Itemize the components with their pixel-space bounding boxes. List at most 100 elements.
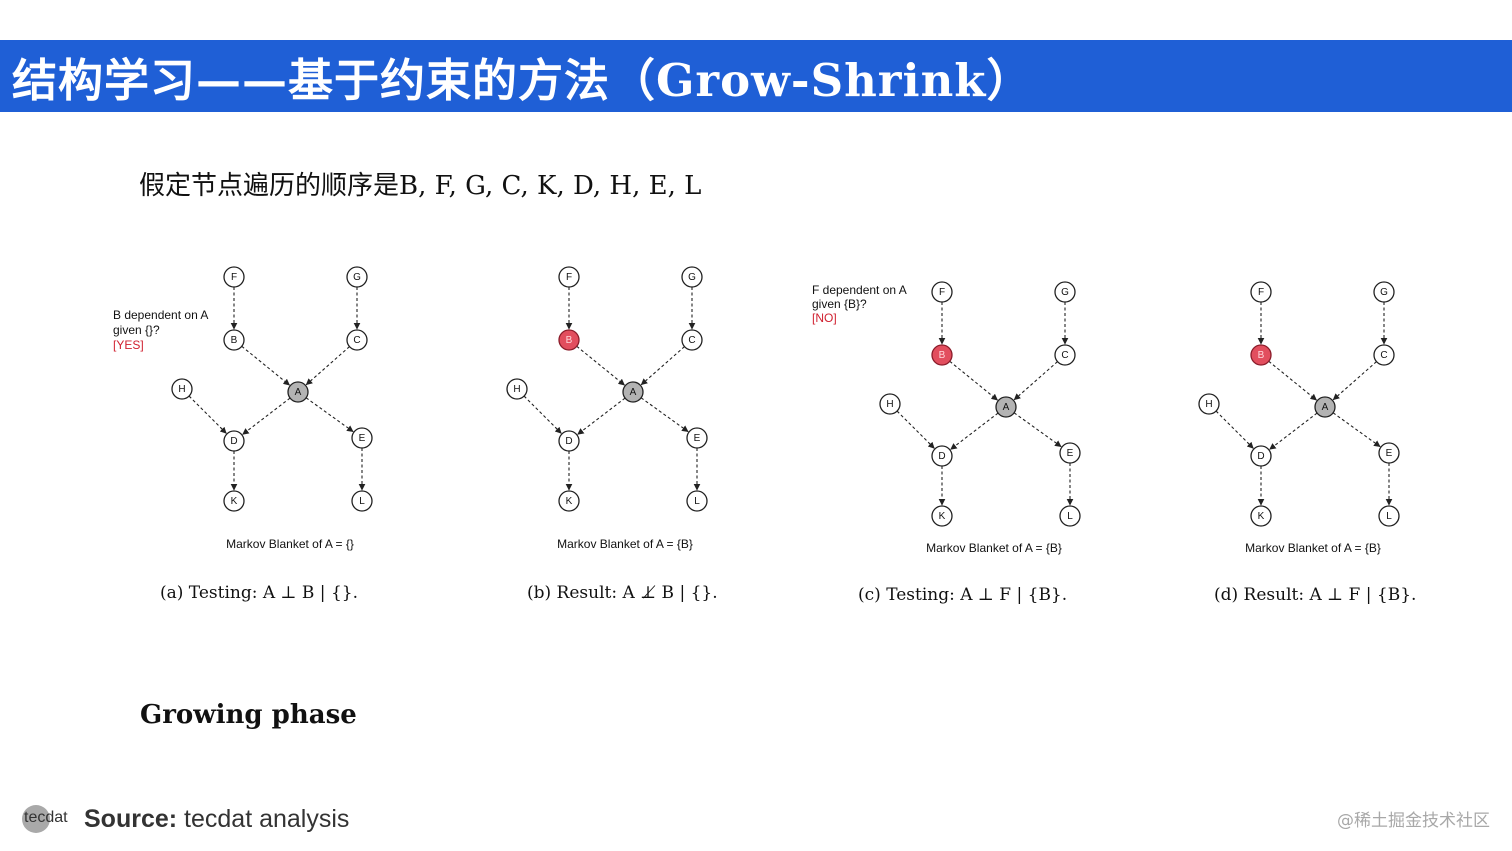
node-label-k: K	[939, 511, 946, 522]
source-label: Source:	[84, 805, 178, 833]
edge-c-a	[640, 346, 685, 386]
node-e	[686, 427, 708, 449]
node-b	[1250, 344, 1272, 366]
node-e	[1059, 442, 1081, 464]
node-a	[622, 381, 644, 403]
node-a	[287, 381, 309, 403]
edge-b-a	[576, 345, 625, 386]
node-g	[1373, 281, 1395, 303]
node-c	[681, 329, 703, 351]
node-label-h: H	[886, 399, 893, 410]
annotation-line-2: given {}?	[113, 323, 160, 337]
node-label-b: B	[1258, 350, 1265, 361]
node-label-c: C	[353, 335, 360, 346]
node-b	[558, 329, 580, 351]
node-l	[1378, 505, 1400, 527]
edge-c-a	[1013, 361, 1058, 401]
node-label-h: H	[178, 384, 185, 395]
node-l	[686, 490, 708, 512]
node-label-d: D	[938, 451, 945, 462]
edge-h-d	[523, 395, 562, 434]
logo-circle-icon	[22, 805, 50, 833]
node-d	[223, 430, 245, 452]
edge-a-d	[242, 397, 291, 435]
node-k	[931, 505, 953, 527]
node-k	[1250, 505, 1272, 527]
edge-a-e	[1013, 412, 1062, 448]
annotation-line-1: F dependent on A	[812, 283, 907, 297]
node-label-g: G	[1380, 287, 1388, 298]
node-label-k: K	[1258, 511, 1265, 522]
node-label-d: D	[230, 436, 237, 447]
node-label-a: A	[295, 387, 302, 398]
node-g	[681, 266, 703, 288]
node-label-g: G	[353, 272, 361, 283]
node-label-k: K	[231, 496, 238, 507]
node-h	[1198, 393, 1220, 415]
node-label-c: C	[1061, 350, 1068, 361]
markov-blanket-label: Markov Blanket of A = {B}	[557, 537, 693, 551]
edge-a-e	[640, 397, 689, 433]
node-label-l: L	[1386, 511, 1392, 522]
edge-c-a	[305, 346, 350, 386]
node-f	[223, 266, 245, 288]
markov-blanket-label: Markov Blanket of A = {B}	[926, 541, 1062, 555]
node-f	[931, 281, 953, 303]
node-label-c: C	[688, 335, 695, 346]
caption-d: (d) Result: A ⊥ F | {B}.	[1214, 585, 1417, 605]
node-k	[558, 490, 580, 512]
annotation-line-1: B dependent on A	[113, 308, 208, 322]
node-label-a: A	[1003, 402, 1010, 413]
traversal-order-text: 假定节点遍历的顺序是B, F, G, C, K, D, H, E, L	[139, 171, 702, 201]
caption-b: (b) Result: A ⊥̸ B | {}.	[527, 583, 718, 603]
node-label-l: L	[359, 496, 365, 507]
node-h	[506, 378, 528, 400]
caption-c: (c) Testing: A ⊥ F | {B}.	[858, 585, 1068, 605]
node-c	[1373, 344, 1395, 366]
node-label-l: L	[1067, 511, 1073, 522]
node-label-l: L	[694, 496, 700, 507]
node-h	[171, 378, 193, 400]
edge-b-a	[241, 345, 290, 386]
node-label-b: B	[566, 335, 573, 346]
annotation-line-2: given {B}?	[812, 297, 867, 311]
markov-blanket-label: Markov Blanket of A = {B}	[1245, 541, 1381, 555]
markov-blanket-label: Markov Blanket of A = {}	[226, 537, 354, 551]
edge-a-d	[1269, 412, 1318, 450]
slide-title: 结构学习——基于约束的方法（Grow-Shrink）	[12, 53, 1033, 107]
node-g	[346, 266, 368, 288]
annotation-answer: [NO]	[812, 311, 837, 325]
edge-a-e	[1332, 412, 1381, 448]
node-label-g: G	[1061, 287, 1069, 298]
node-g	[1054, 281, 1076, 303]
node-h	[879, 393, 901, 415]
tecdat-logo: tecdat	[22, 805, 70, 837]
node-label-e: E	[359, 433, 366, 444]
edge-h-d	[896, 410, 935, 449]
node-k	[223, 490, 245, 512]
node-f	[558, 266, 580, 288]
node-label-f: F	[231, 272, 237, 283]
edge-h-d	[188, 395, 227, 434]
node-label-e: E	[694, 433, 701, 444]
edge-b-a	[1268, 360, 1317, 401]
node-label-f: F	[566, 272, 572, 283]
node-c	[1054, 344, 1076, 366]
node-l	[1059, 505, 1081, 527]
node-d	[1250, 445, 1272, 467]
node-label-f: F	[1258, 287, 1264, 298]
node-label-g: G	[688, 272, 696, 283]
phase-label: Growing phase	[140, 700, 357, 730]
node-label-a: A	[1322, 402, 1329, 413]
logo-text: tecdat	[24, 809, 68, 826]
node-e	[1378, 442, 1400, 464]
edge-c-a	[1332, 361, 1377, 401]
node-e	[351, 427, 373, 449]
node-label-h: H	[1205, 399, 1212, 410]
edge-a-d	[950, 412, 999, 450]
node-label-e: E	[1067, 448, 1074, 459]
node-d	[931, 445, 953, 467]
